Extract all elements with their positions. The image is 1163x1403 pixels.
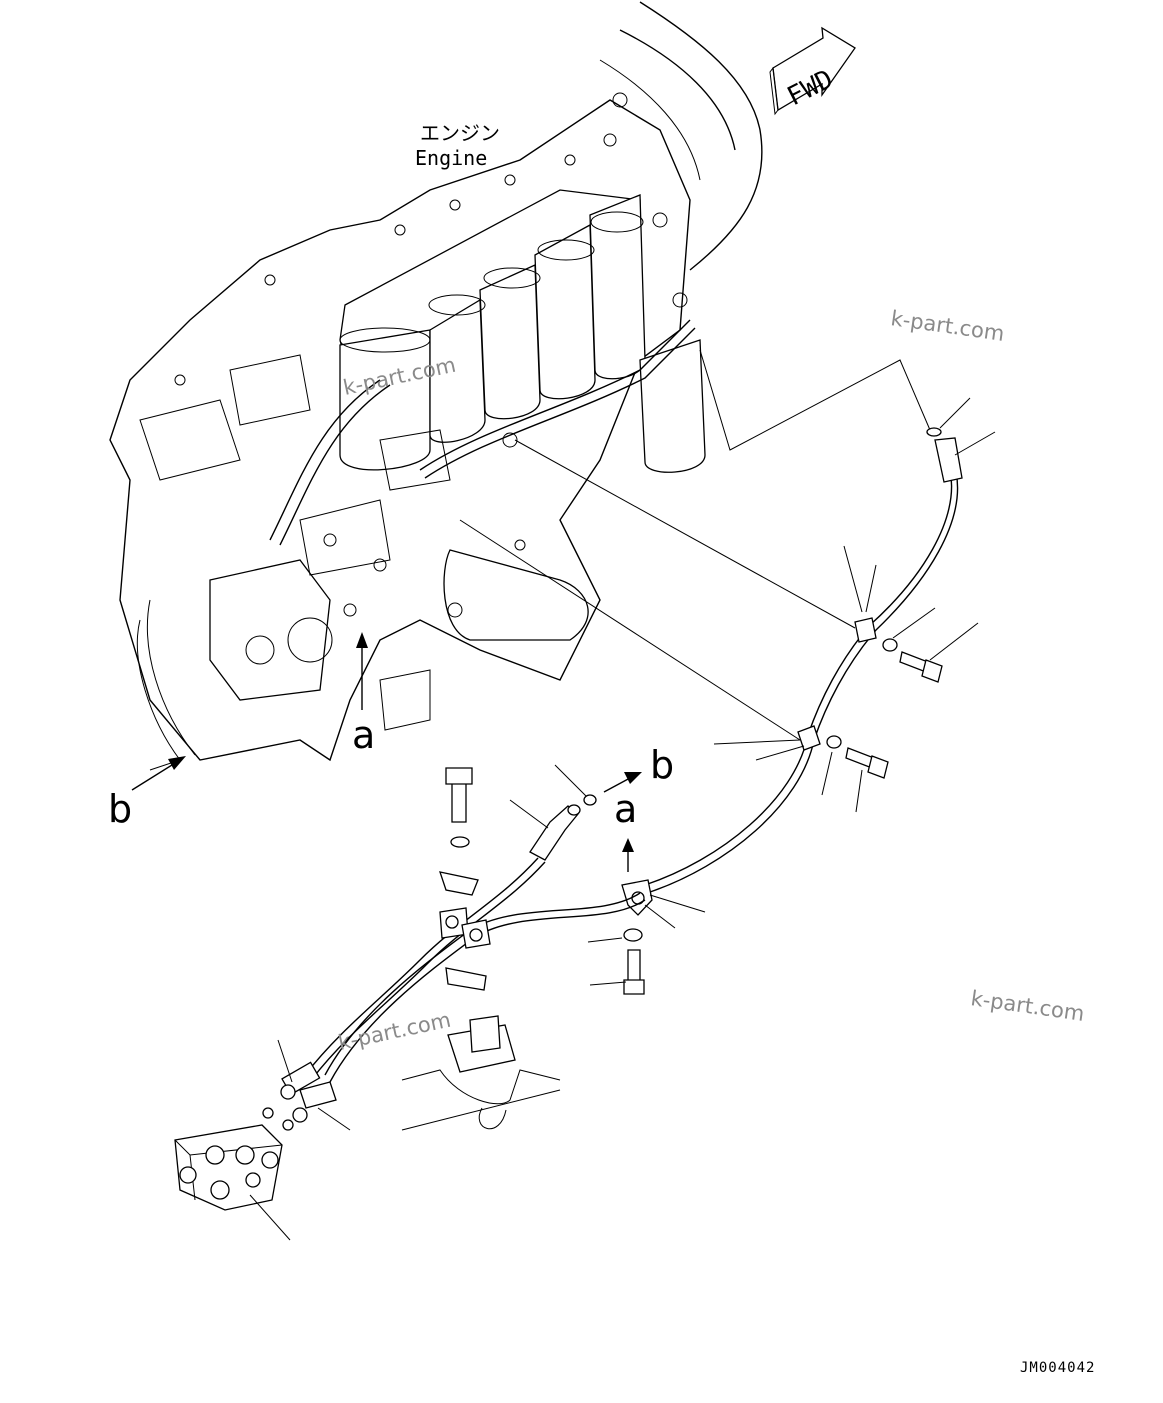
valve-block xyxy=(174,1124,291,1241)
upper-hose-assembly xyxy=(644,397,996,893)
watermark-1: k-part.com xyxy=(889,306,1006,346)
callout-a-engine: a xyxy=(352,632,375,757)
callout-b-arrow-label: b xyxy=(650,743,674,787)
engine-label-en: Engine xyxy=(415,146,487,170)
middle-clamp-group: a xyxy=(587,787,706,995)
leader-lines xyxy=(459,349,931,741)
engine-assembly xyxy=(109,1,763,771)
lower-hose-assembly xyxy=(262,767,646,1131)
callout-b-engine-label: b xyxy=(108,787,132,831)
callout-a-arrow-label: a xyxy=(614,787,637,831)
engine-label-jp: エンジン xyxy=(420,121,500,145)
callout-b-arrow: b xyxy=(554,743,674,806)
fwd-arrow: FWD xyxy=(769,26,856,116)
drawing-number: JM004042 xyxy=(1020,1360,1095,1376)
callout-b-engine: b xyxy=(108,756,186,831)
watermark-4: k-part.com xyxy=(336,1008,453,1055)
callout-a-engine-label: a xyxy=(352,713,375,757)
watermark-3: k-part.com xyxy=(969,986,1086,1026)
